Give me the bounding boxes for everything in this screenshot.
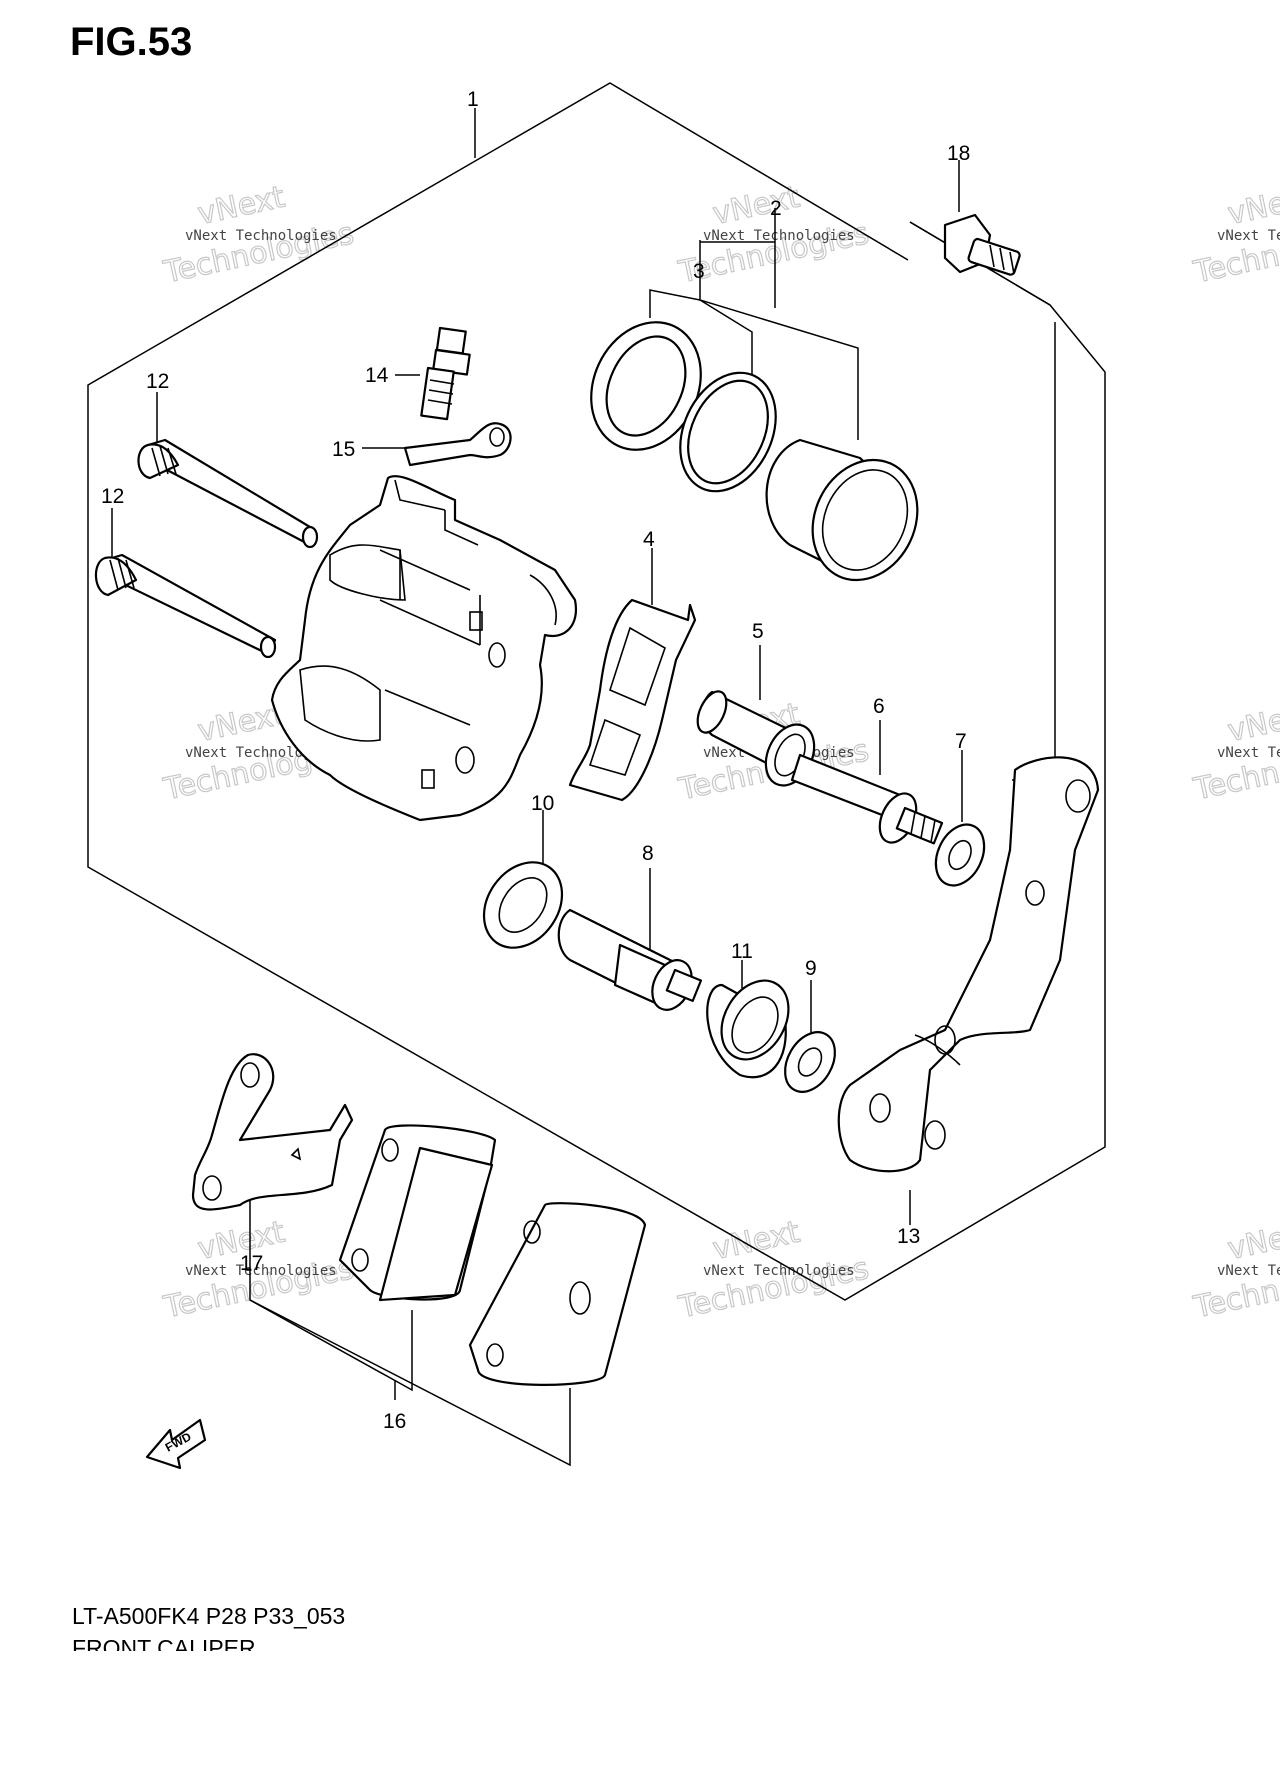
callout-10: 10 — [531, 792, 554, 815]
bolt-part-18 — [943, 213, 1021, 276]
watermark-text: vNext Technologies — [703, 1263, 855, 1279]
pad-spring-part-4 — [568, 598, 697, 802]
callout-12-lower: 12 — [101, 485, 124, 508]
brake-pad-part-16-rear — [468, 1202, 647, 1386]
callout-4: 4 — [643, 528, 655, 551]
figure-title: FIG.53 — [70, 20, 193, 64]
piston-seal-part-3a — [590, 321, 702, 451]
callout-17: 17 — [240, 1252, 263, 1275]
brake-pad-part-16-front — [338, 1124, 497, 1302]
sleeve-bolt-part-6 — [790, 753, 944, 845]
watermark-vnext: vNext — [710, 180, 803, 233]
section-name: FRONT CALIPER — [72, 1635, 256, 1651]
boot-part-11 — [706, 979, 790, 1079]
caliper-bracket-part-13 — [837, 756, 1100, 1173]
slide-pin-part-8 — [557, 908, 703, 1011]
watermark-text: vNext Technologies — [1217, 228, 1280, 244]
boot-part-10 — [482, 861, 564, 949]
slide-pin-part-12-upper — [137, 438, 319, 549]
callout-16: 16 — [383, 1410, 406, 1433]
callout-2: 2 — [770, 197, 782, 220]
callout-1: 1 — [467, 88, 479, 111]
watermark-vnext: vNext — [1225, 180, 1280, 233]
piston-seal-part-3b — [679, 371, 777, 493]
caliper-body-part-1 — [270, 475, 578, 822]
callout-18: 18 — [947, 142, 970, 165]
watermark-text: vNext Technologies — [185, 1263, 337, 1279]
assembly-outline — [87, 82, 1106, 1301]
callout-9: 9 — [805, 957, 817, 980]
washer-part-9 — [784, 1031, 836, 1093]
watermark-vnext: vNext — [710, 1215, 803, 1268]
callout-3: 3 — [693, 260, 705, 283]
callout-8: 8 — [642, 842, 654, 865]
bushing-part-5 — [696, 690, 816, 787]
callout-12-upper: 12 — [146, 370, 169, 393]
diagram-footer: LT-A500FK4 P28 P33_053 FRONT CALIPER — [72, 1600, 345, 1651]
watermark-text: vNext Technologies — [185, 228, 337, 244]
clip-part-15 — [403, 422, 512, 467]
model-code: LT-A500FK4 P28 P33_053 — [72, 1603, 346, 1629]
piston-part-2 — [765, 438, 919, 582]
watermark-text: vNext Technologies — [703, 228, 855, 244]
watermark-vnext: vNext — [195, 180, 288, 233]
callout-13: 13 — [897, 1225, 920, 1248]
callout-7: 7 — [955, 730, 967, 753]
watermark-vnext: vNext — [1225, 1215, 1280, 1268]
callout-14: 14 — [365, 364, 389, 387]
callout-15: 15 — [332, 438, 355, 461]
callout-5: 5 — [752, 620, 764, 643]
slide-pin-part-12-lower — [94, 553, 277, 659]
pad-shim-part-17 — [191, 1053, 354, 1211]
forward-arrow: FWD — [145, 1418, 207, 1470]
bleeder-valve-part-14 — [420, 326, 471, 421]
watermark-text: vNext Technologies — [1217, 1263, 1280, 1279]
callout-11: 11 — [731, 940, 753, 963]
washer-part-7 — [934, 823, 986, 887]
callout-labels: 1 2 3 4 5 6 7 8 9 10 11 12 12 13 14 15 1… — [101, 88, 970, 1433]
watermark-vnext: vNext — [1225, 697, 1280, 750]
watermark-text: vNext Technologies — [1217, 745, 1280, 761]
callout-6: 6 — [873, 695, 885, 718]
